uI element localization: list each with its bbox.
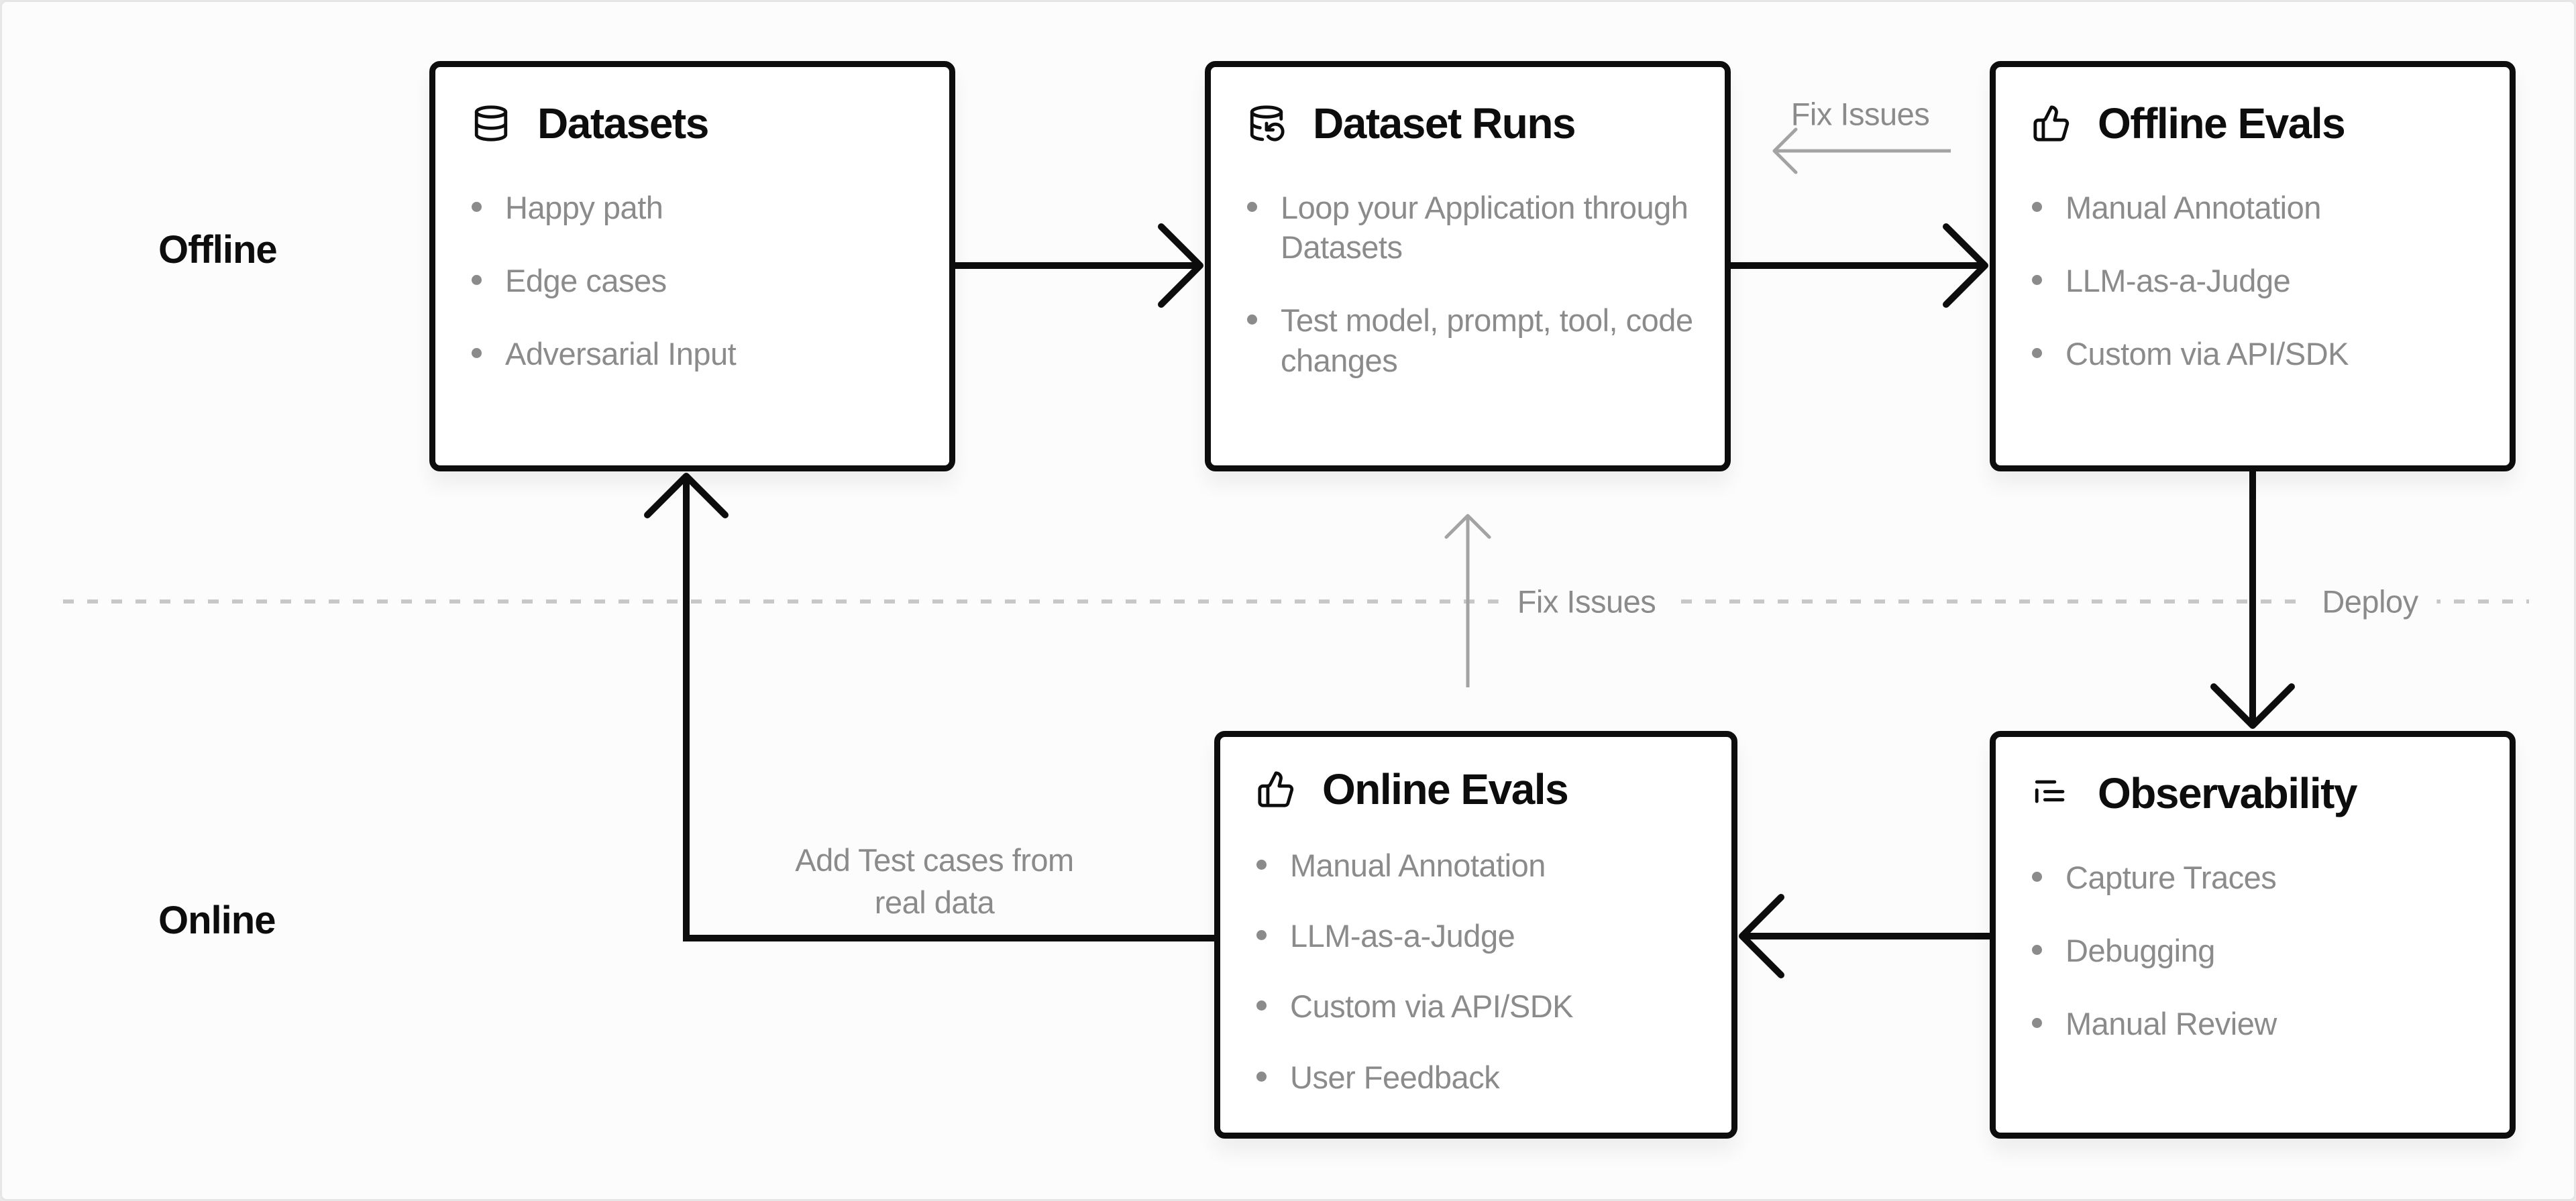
observability-box-header: Observability	[2032, 772, 2481, 815]
list-item: Adversarial Input	[464, 334, 921, 374]
list-item: Debugging	[2024, 931, 2481, 970]
add-test-cases-label: Add Test cases from real data	[795, 842, 1074, 920]
dataset-runs-box-title: Dataset Runs	[1313, 99, 1576, 148]
list-item: Happy path	[464, 188, 921, 227]
list-item: User Feedback	[1248, 1057, 1703, 1097]
online-evals-box: Online Evals Manual Annotation LLM-as-a-…	[1214, 731, 1737, 1139]
offline-evals-box: Offline Evals Manual Annotation LLM-as-a…	[1990, 61, 2516, 471]
arrow-fix-issues-middle	[1444, 514, 1491, 687]
offline-evals-box-header: Offline Evals	[2032, 102, 2481, 145]
observability-box: Observability Capture Traces Debugging M…	[1990, 731, 2516, 1139]
list-item: Test model, prompt, tool, code changes	[1239, 300, 1697, 380]
list-item: Manual Annotation	[2024, 188, 2481, 227]
fix-issues-top-label: Fix Issues	[1790, 96, 1930, 132]
offline-section-label: Offline	[158, 228, 278, 272]
deploy-label: Deploy	[2303, 583, 2437, 620]
list-item: Custom via API/SDK	[1248, 986, 1703, 1026]
online-evals-box-header: Online Evals	[1256, 768, 1703, 811]
online-evals-box-title: Online Evals	[1322, 765, 1569, 813]
arrow-observability-to-online-evals	[1739, 894, 1990, 978]
dataset-runs-box: Dataset Runs Loop your Application throu…	[1205, 61, 1731, 471]
arrow-online-evals-to-datasets	[644, 473, 1214, 941]
fix-issues-middle-label: Fix Issues	[1498, 583, 1675, 620]
online-section-label: Online	[158, 899, 276, 942]
datasets-box: Datasets Happy path Edge cases Adversari…	[429, 61, 955, 471]
database-icon	[472, 104, 511, 143]
online-evals-box-list: Manual Annotation LLM-as-a-Judge Custom …	[1248, 846, 1703, 1097]
database-backup-icon	[1247, 104, 1286, 143]
list-item: Manual Annotation	[1248, 846, 1703, 885]
list-item: Manual Review	[2024, 1004, 2481, 1043]
list-item: LLM-as-a-Judge	[1248, 916, 1703, 956]
arrow-deploy-offline-evals-to-observability	[2210, 471, 2295, 729]
thumbs-up-icon	[2032, 104, 2071, 143]
list-item: Capture Traces	[2024, 858, 2481, 897]
datasets-box-title: Datasets	[537, 99, 709, 148]
arrow-fix-issues-top	[1772, 127, 1951, 174]
observability-box-list: Capture Traces Debugging Manual Review	[2024, 858, 2481, 1044]
arrow-datasets-to-dataset-runs	[955, 223, 1203, 308]
offline-evals-box-list: Manual Annotation LLM-as-a-Judge Custom …	[2024, 188, 2481, 374]
dataset-runs-box-list: Loop your Application through Datasets T…	[1239, 188, 1697, 380]
arrow-dataset-runs-to-offline-evals	[1731, 223, 1988, 308]
list-item: Loop your Application through Datasets	[1239, 188, 1697, 267]
dataset-runs-box-header: Dataset Runs	[1247, 102, 1697, 145]
list-item: LLM-as-a-Judge	[2024, 261, 2481, 300]
list-item: Custom via API/SDK	[2024, 334, 2481, 374]
observability-box-title: Observability	[2098, 769, 2358, 817]
offline-evals-box-title: Offline Evals	[2098, 99, 2346, 148]
datasets-box-header: Datasets	[472, 102, 921, 145]
list-tree-icon	[2032, 774, 2071, 813]
datasets-box-list: Happy path Edge cases Adversarial Input	[464, 188, 921, 374]
thumbs-up-icon	[1256, 770, 1295, 809]
list-item: Edge cases	[464, 261, 921, 300]
